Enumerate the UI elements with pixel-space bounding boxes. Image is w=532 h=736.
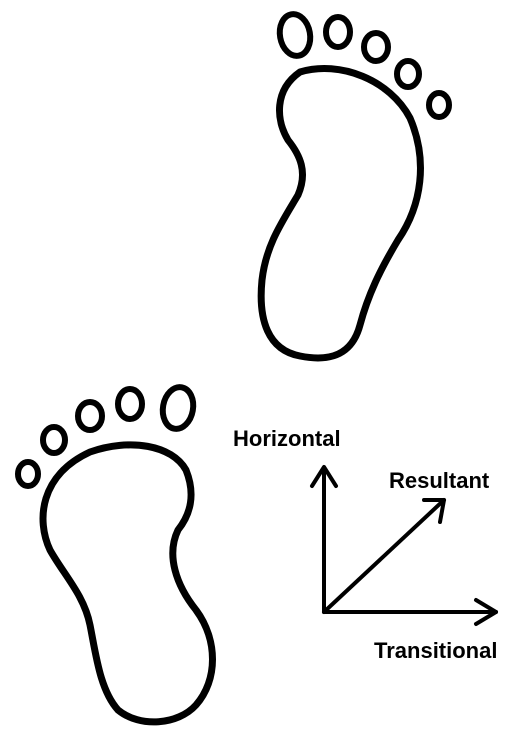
right-footprint [261,12,449,358]
right-toe-2 [326,17,350,47]
left-toe-2 [118,389,142,419]
left-foot-sole [43,445,212,722]
left-toe-3 [78,402,102,430]
right-toe-3 [364,33,388,61]
transitional-label: Transitional [374,638,497,663]
right-foot-sole [261,69,420,358]
left-big-toe [160,385,197,432]
horizontal-label: Horizontal [233,426,341,451]
left-footprint [18,385,213,722]
left-toe-5 [18,462,38,486]
right-big-toe [277,12,314,59]
right-toe-5 [429,93,449,117]
resultant-vector-line [324,500,444,612]
left-toe-4 [43,427,65,453]
resultant-label: Resultant [389,468,490,493]
right-toe-4 [397,61,419,87]
